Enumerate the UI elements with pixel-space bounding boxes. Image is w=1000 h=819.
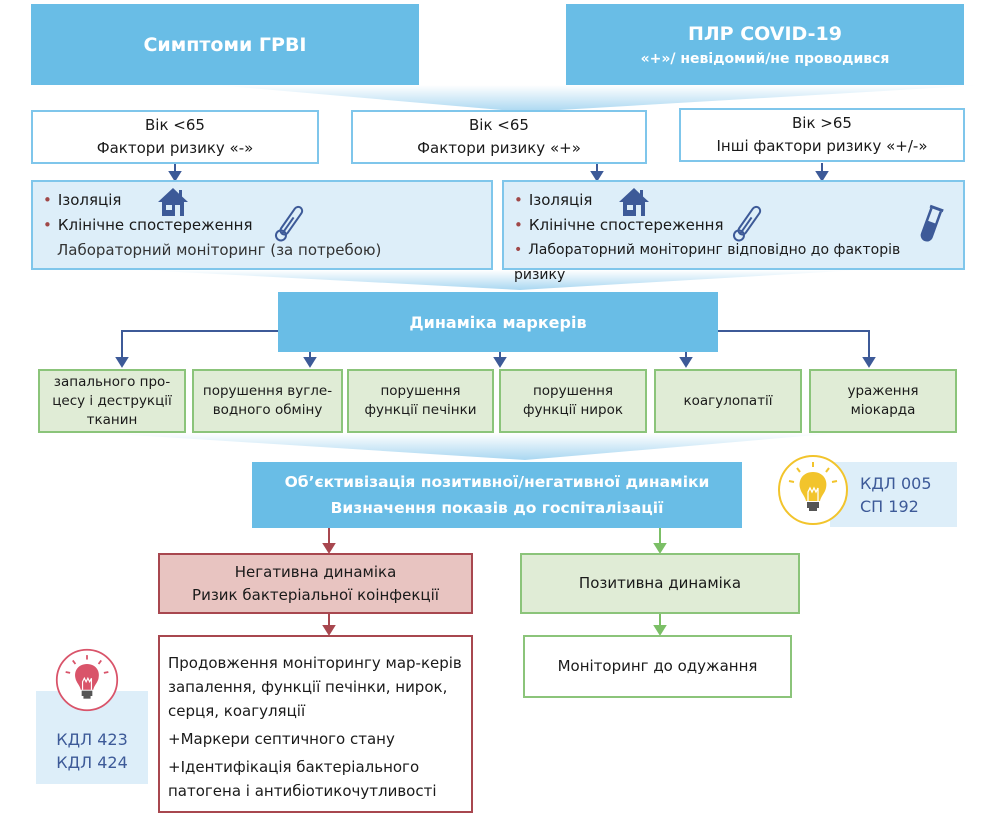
group-line2: Фактори ризику «+» bbox=[417, 139, 581, 157]
group-age-under65-no-risk: Вік <65 Фактори ризику «-» bbox=[31, 110, 319, 164]
detail-item: +Ідентифікація бактеріального патогена і… bbox=[168, 758, 437, 800]
thermometer-icon bbox=[271, 202, 307, 254]
test-tube-icon bbox=[914, 204, 948, 252]
reference-code: КДЛ 424 bbox=[56, 753, 128, 772]
positive-dynamic-box: Позитивна динаміка bbox=[520, 553, 800, 614]
group-age-under65-risk: Вік <65 Фактори ризику «+» bbox=[351, 110, 647, 164]
header-pcr-title: ПЛР COVID-19 bbox=[687, 22, 843, 45]
recovery-monitoring-box: Моніторинг до одужання bbox=[523, 635, 792, 698]
group-line1: Вік >65 bbox=[792, 114, 852, 132]
header-symptoms: Симптоми ГРВІ bbox=[31, 4, 419, 85]
house-icon bbox=[617, 186, 651, 226]
marker-label: ураження міокарда bbox=[847, 383, 919, 418]
group-line2: Фактори ризику «-» bbox=[96, 139, 254, 157]
care-item: Клінічне спостереження bbox=[514, 213, 953, 238]
detail-item: +Маркери септичного стану bbox=[168, 730, 395, 748]
marker-label: порушення функції нирок bbox=[522, 383, 624, 418]
group-line2: Інші фактори ризику «+/-» bbox=[716, 137, 928, 155]
care-item: Ізоляція bbox=[43, 188, 481, 213]
thermometer-icon bbox=[729, 202, 765, 254]
marker-label: порушення вугле-водного обміну bbox=[202, 383, 333, 418]
house-icon bbox=[156, 186, 190, 226]
markers-title: Динаміка маркерів bbox=[409, 312, 587, 332]
marker-coagulopathy: коагулопатії bbox=[654, 369, 802, 433]
group-age-over65: Вік >65 Інші фактори ризику «+/-» bbox=[679, 108, 965, 162]
objectivization-line2: Визначення показів до госпіталізації bbox=[330, 499, 664, 517]
negative-line2: Ризик бактеріальної коінфекції bbox=[192, 585, 439, 604]
marker-label: коагулопатії bbox=[683, 392, 773, 409]
reference-bottom: КДЛ 423 КДЛ 424 bbox=[36, 691, 148, 784]
header-pcr-subtitle: «+»/ невідомий/не проводився bbox=[640, 50, 890, 67]
markers-header: Динаміка маркерів bbox=[278, 292, 718, 352]
care-item: Клінічне спостереження bbox=[43, 213, 481, 238]
negative-details-box: Продовження моніторингу мар-керів запале… bbox=[158, 635, 473, 813]
marker-label: порушення функції печінки bbox=[364, 383, 477, 418]
group-line1: Вік <65 bbox=[145, 116, 205, 134]
header-symptoms-label: Симптоми ГРВІ bbox=[143, 33, 307, 56]
care-item: Лабораторний моніторинг відповідно до фа… bbox=[514, 238, 953, 288]
reference-top: КДЛ 005 СП 192 bbox=[830, 462, 957, 527]
lightbulb-icon bbox=[55, 648, 119, 712]
lightbulb-icon bbox=[777, 454, 849, 526]
funnel-3 bbox=[100, 433, 840, 460]
detail-item: Продовження моніторингу мар-керів запале… bbox=[168, 654, 462, 720]
reference-code: КДЛ 423 bbox=[56, 730, 128, 749]
care-note: Лабораторний моніторинг (за потребою) bbox=[57, 241, 382, 259]
positive-title: Позитивна динаміка bbox=[578, 574, 742, 592]
objectivization-header: Об’єктивізація позитивної/негативної дин… bbox=[252, 462, 742, 528]
care-item: Ізоляція bbox=[514, 188, 953, 213]
recovery-monitoring-label: Моніторинг до одужання bbox=[557, 657, 758, 675]
group-line1: Вік <65 bbox=[469, 116, 529, 134]
header-pcr: ПЛР COVID-19 «+»/ невідомий/не проводивс… bbox=[566, 4, 964, 85]
marker-myocardium: ураження міокарда bbox=[809, 369, 957, 433]
objectivization-line1: Об’єктивізація позитивної/негативної дин… bbox=[284, 473, 710, 491]
reference-code: КДЛ 005 bbox=[860, 474, 932, 493]
care-box-left: Ізоляція Клінічне спостереження Лаборато… bbox=[31, 180, 493, 270]
marker-label: запального про-цесу і деструкції тканин bbox=[52, 373, 172, 428]
marker-inflammation: запального про-цесу і деструкції тканин bbox=[38, 369, 186, 433]
marker-kidney: порушення функції нирок bbox=[499, 369, 647, 433]
negative-line1: Негативна динаміка bbox=[234, 562, 397, 581]
marker-liver: порушення функції печінки bbox=[347, 369, 494, 433]
care-box-right: Ізоляція Клінічне спостереження Лаборато… bbox=[502, 180, 965, 283]
reference-code: СП 192 bbox=[860, 497, 919, 516]
negative-dynamic-box: Негативна динаміка Ризик бактеріальної к… bbox=[158, 553, 473, 614]
marker-carbohydrate: порушення вугле-водного обміну bbox=[192, 369, 343, 433]
